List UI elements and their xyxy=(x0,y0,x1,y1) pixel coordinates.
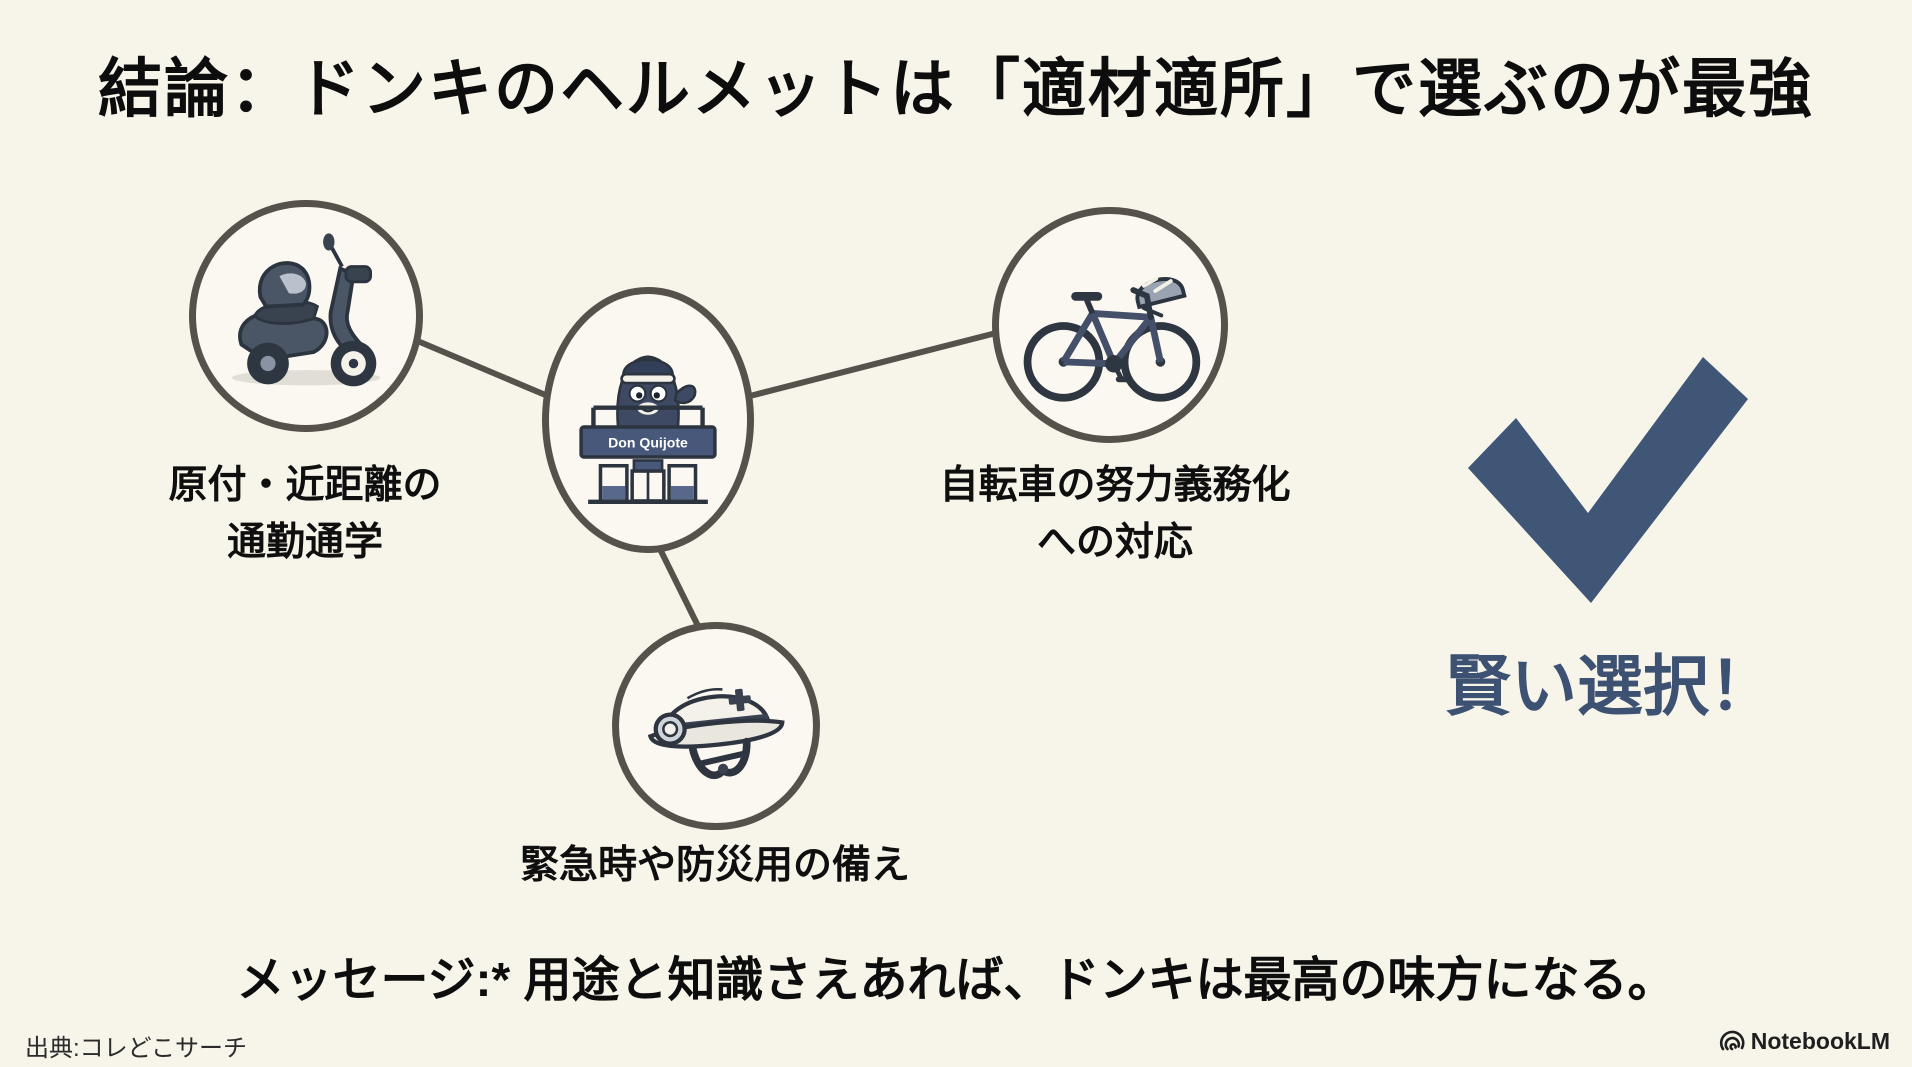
label-scooter: 原付・近距離の 通勤通学 xyxy=(95,458,515,571)
label-safety-helmet: 緊急時や防災用の備え xyxy=(519,844,910,887)
label-bicycle-line1: 自転車の努力義務化 xyxy=(939,464,1291,507)
don-quijote-store-icon: Don Quijote xyxy=(579,355,717,505)
node-safety-helmet xyxy=(612,622,820,830)
brand: NotebookLM xyxy=(1719,1028,1890,1055)
scooter-helmet-icon xyxy=(231,233,381,387)
label-scooter-line1: 原付・近距離の xyxy=(168,464,442,507)
node-bicycle xyxy=(992,207,1228,443)
notebooklm-icon xyxy=(1719,1030,1745,1050)
message-text: メッセージ:* 用途と知識さえあれば、ドンキは最高の味方になる。 xyxy=(236,954,1676,1007)
store-sign-text: Don Quijote xyxy=(608,434,688,450)
checkmark-icon xyxy=(1468,357,1748,603)
source-text: 出典:コレどこサーチ xyxy=(25,1035,247,1062)
safety-helmet-icon xyxy=(647,687,785,780)
node-scooter xyxy=(189,200,423,432)
label-scooter-line2: 通勤通学 xyxy=(226,520,383,564)
node-don-quijote-store: Don Quijote xyxy=(542,287,754,553)
verdict-text: 賢い選択！ xyxy=(1445,649,1775,723)
slide-title: 結論：ドンキのヘルメットは「適材適所」で選ぶのが最強 xyxy=(98,53,1814,125)
label-bicycle: 自転車の努力義務化 への対応 xyxy=(870,458,1360,571)
brand-text: NotebookLM xyxy=(1750,1028,1890,1054)
bicycle-helmet-icon xyxy=(1023,276,1201,402)
label-bicycle-line2: への対応 xyxy=(1036,520,1193,564)
